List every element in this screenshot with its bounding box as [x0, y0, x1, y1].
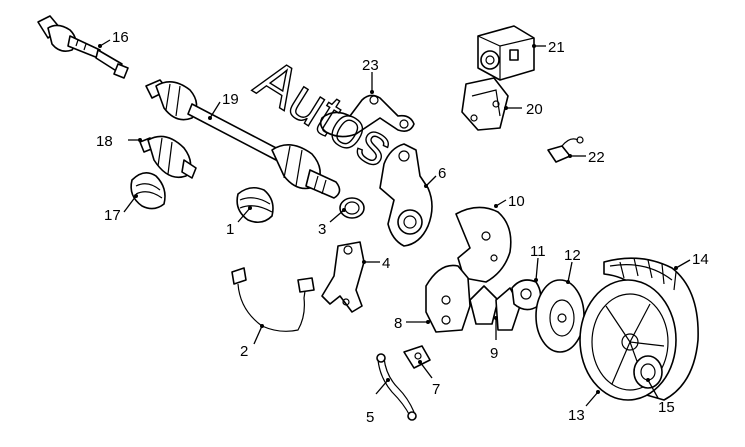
- callout-18[interactable]: 18: [96, 133, 113, 150]
- callout-3[interactable]: 3: [318, 221, 326, 238]
- part-21[interactable]: [477, 25, 535, 81]
- part-2[interactable]: [231, 267, 315, 332]
- part-7[interactable]: [403, 345, 431, 369]
- part-17[interactable]: [130, 172, 166, 210]
- callout-10[interactable]: 10: [508, 193, 525, 210]
- callout-7[interactable]: 7: [432, 381, 440, 398]
- callout-20[interactable]: 20: [526, 101, 543, 118]
- callout-9[interactable]: 9: [490, 345, 498, 362]
- callout-11[interactable]: 11: [530, 243, 546, 260]
- callout-12[interactable]: 12: [564, 247, 581, 264]
- callout-5[interactable]: 5: [366, 409, 374, 426]
- callout-19[interactable]: 19: [222, 91, 239, 108]
- callout-6[interactable]: 6: [438, 165, 446, 182]
- part-6[interactable]: [379, 143, 433, 247]
- part-15[interactable]: [633, 355, 663, 389]
- callout-8[interactable]: 8: [394, 315, 402, 332]
- part-13[interactable]: [579, 279, 677, 401]
- watermark-text: Autos: [245, 46, 405, 180]
- part-3[interactable]: [339, 197, 365, 219]
- part-12[interactable]: [535, 279, 585, 353]
- leader-lines: [98, 39, 691, 407]
- callout-1[interactable]: 1: [226, 221, 234, 238]
- part-16[interactable]: [37, 15, 129, 79]
- callout-4[interactable]: 4: [382, 255, 390, 272]
- callout-2[interactable]: 2: [240, 343, 248, 360]
- part-8[interactable]: [425, 264, 471, 333]
- callout-labels: 16 19 18 17 1 2 3 4 5 6 7 8 9 10 11 12 1…: [96, 29, 709, 426]
- watermark: Autos: [244, 45, 406, 180]
- callout-15[interactable]: 15: [658, 399, 675, 416]
- part-22[interactable]: [547, 136, 584, 163]
- part-18[interactable]: [139, 135, 197, 179]
- part-10[interactable]: [455, 206, 512, 283]
- part-20[interactable]: [461, 77, 509, 131]
- callout-14[interactable]: 14: [692, 251, 709, 268]
- callout-22[interactable]: 22: [588, 149, 605, 166]
- part-23[interactable]: [319, 94, 415, 138]
- callout-16[interactable]: 16: [112, 29, 129, 46]
- part-5[interactable]: [376, 353, 417, 421]
- callout-23[interactable]: 23: [362, 57, 379, 74]
- callout-21[interactable]: 21: [548, 39, 565, 56]
- part-4[interactable]: [321, 241, 365, 313]
- callout-17[interactable]: 17: [104, 207, 121, 224]
- part-1[interactable]: [236, 186, 274, 224]
- callout-13[interactable]: 13: [568, 407, 585, 424]
